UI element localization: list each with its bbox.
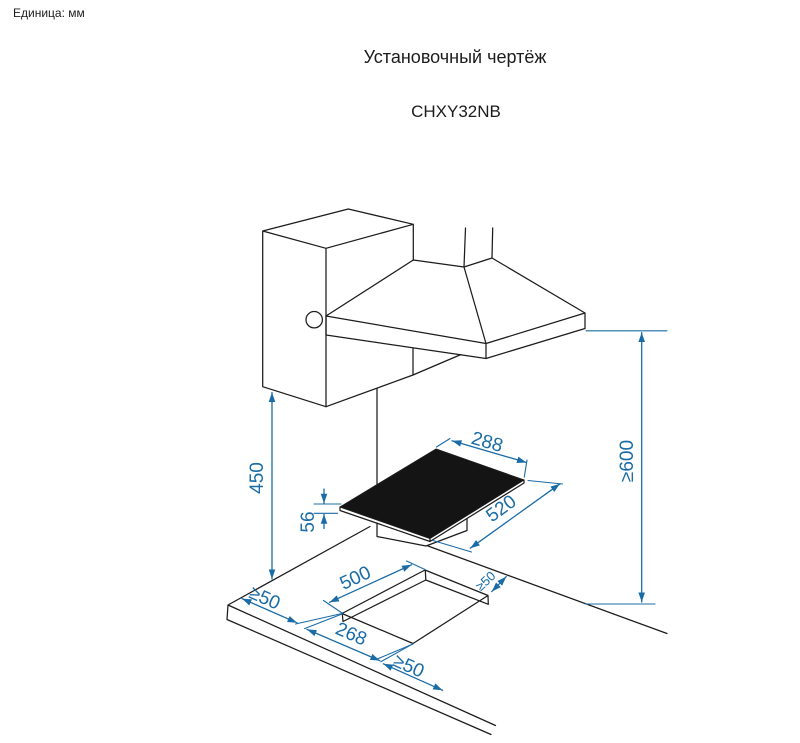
cabinet-bottom-edges — [325, 347, 462, 408]
dim-520 — [432, 479, 564, 553]
dim-label-288: 288 — [469, 428, 505, 457]
model-number: CHXY32NB — [411, 102, 501, 121]
dim-50-left — [241, 597, 343, 625]
dim-label-50-front: ≥50 — [390, 650, 427, 682]
dim-56 — [313, 488, 342, 530]
hob-glass-edge — [339, 479, 525, 543]
unit-label: Единица: мм — [13, 6, 85, 20]
dim-label-500: 500 — [337, 562, 375, 594]
dim-600 — [584, 330, 668, 605]
hood-rim — [325, 312, 586, 360]
hood-canopy — [325, 227, 586, 345]
hob-body — [376, 517, 468, 547]
dim-label-50-left: ≥50 — [246, 582, 283, 614]
dim-label-50-back: ≥50 — [472, 568, 498, 594]
page-title: Установочный чертёж — [364, 47, 547, 67]
dim-label-56: 56 — [298, 511, 319, 532]
dim-500 — [322, 560, 426, 614]
dim-50-back — [491, 575, 507, 593]
cabinet — [262, 208, 414, 408]
product-line-art — [226, 208, 668, 736]
dim-288 — [435, 437, 528, 478]
cabinet-handle — [305, 310, 324, 329]
countertop — [226, 525, 668, 736]
dimension-lines — [241, 330, 668, 691]
dim-50-front — [380, 643, 444, 691]
dim-268 — [303, 613, 414, 662]
dim-label-600: ≥600 — [617, 440, 638, 482]
dim-label-450: 450 — [247, 462, 268, 494]
